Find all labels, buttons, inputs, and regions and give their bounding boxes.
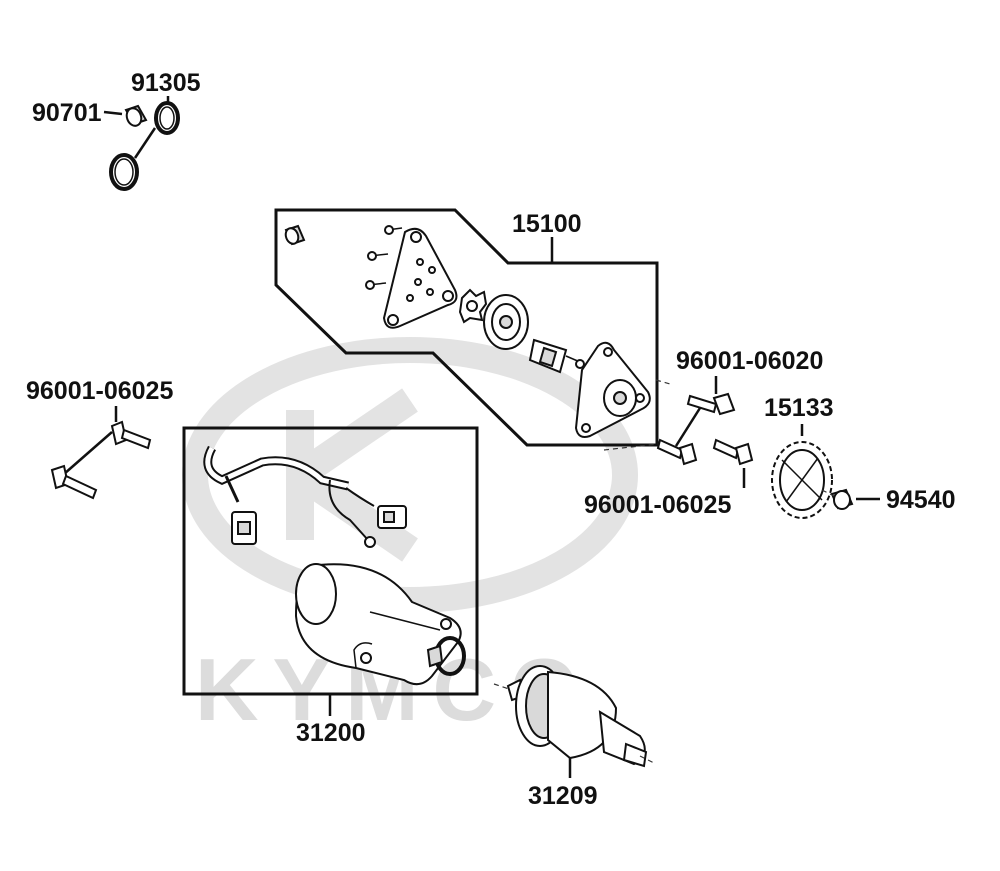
part-starter-motor xyxy=(294,563,466,686)
part-wiring-harness xyxy=(203,445,407,548)
dash-sprocket-to-nut xyxy=(821,489,835,497)
dash-bolts xyxy=(603,443,659,451)
dash-cover-to-sprocket xyxy=(655,379,671,385)
part-plate-screws xyxy=(365,225,403,290)
part-bolt-right-upper xyxy=(712,438,754,466)
part-end-cover xyxy=(574,341,651,438)
part-bolt-left-lower xyxy=(50,464,98,500)
label-96001-06020: 96001-06020 xyxy=(676,347,823,375)
label-15100: 15100 xyxy=(512,210,582,238)
part-star-gear xyxy=(458,288,488,324)
leader-96001-06020-b xyxy=(674,407,702,447)
label-31200: 31200 xyxy=(296,719,366,747)
label-90701: 90701 xyxy=(32,99,102,127)
part-mounting-plate xyxy=(382,227,458,329)
leader-96001-06025-left-b xyxy=(63,431,113,475)
part-bolt-right-lower xyxy=(656,438,698,466)
label-91305: 91305 xyxy=(131,69,201,97)
part-clutch-housing xyxy=(483,294,529,350)
part-sprocket-15133 xyxy=(771,441,833,519)
part-starter-clutch xyxy=(493,665,657,768)
label-94540: 94540 xyxy=(886,486,956,514)
label-96001-06025-left: 96001-06025 xyxy=(26,377,173,405)
watermark-k-mark xyxy=(286,388,418,562)
part-nut-94540 xyxy=(830,488,854,510)
leader-91305-b xyxy=(133,127,157,159)
part-90701-plug xyxy=(124,104,148,127)
part-collar xyxy=(284,224,306,246)
part-shaft xyxy=(528,338,585,374)
label-96001-06025-right: 96001-06025 xyxy=(584,491,731,519)
part-bolt-96001-06020 xyxy=(686,392,736,416)
leader-90701 xyxy=(103,110,123,116)
watermark-oval xyxy=(182,337,638,613)
part-bolt-left-upper xyxy=(110,420,152,450)
box-15100 xyxy=(274,208,659,447)
label-31209: 31209 xyxy=(528,782,598,810)
label-15133: 15133 xyxy=(764,394,834,422)
